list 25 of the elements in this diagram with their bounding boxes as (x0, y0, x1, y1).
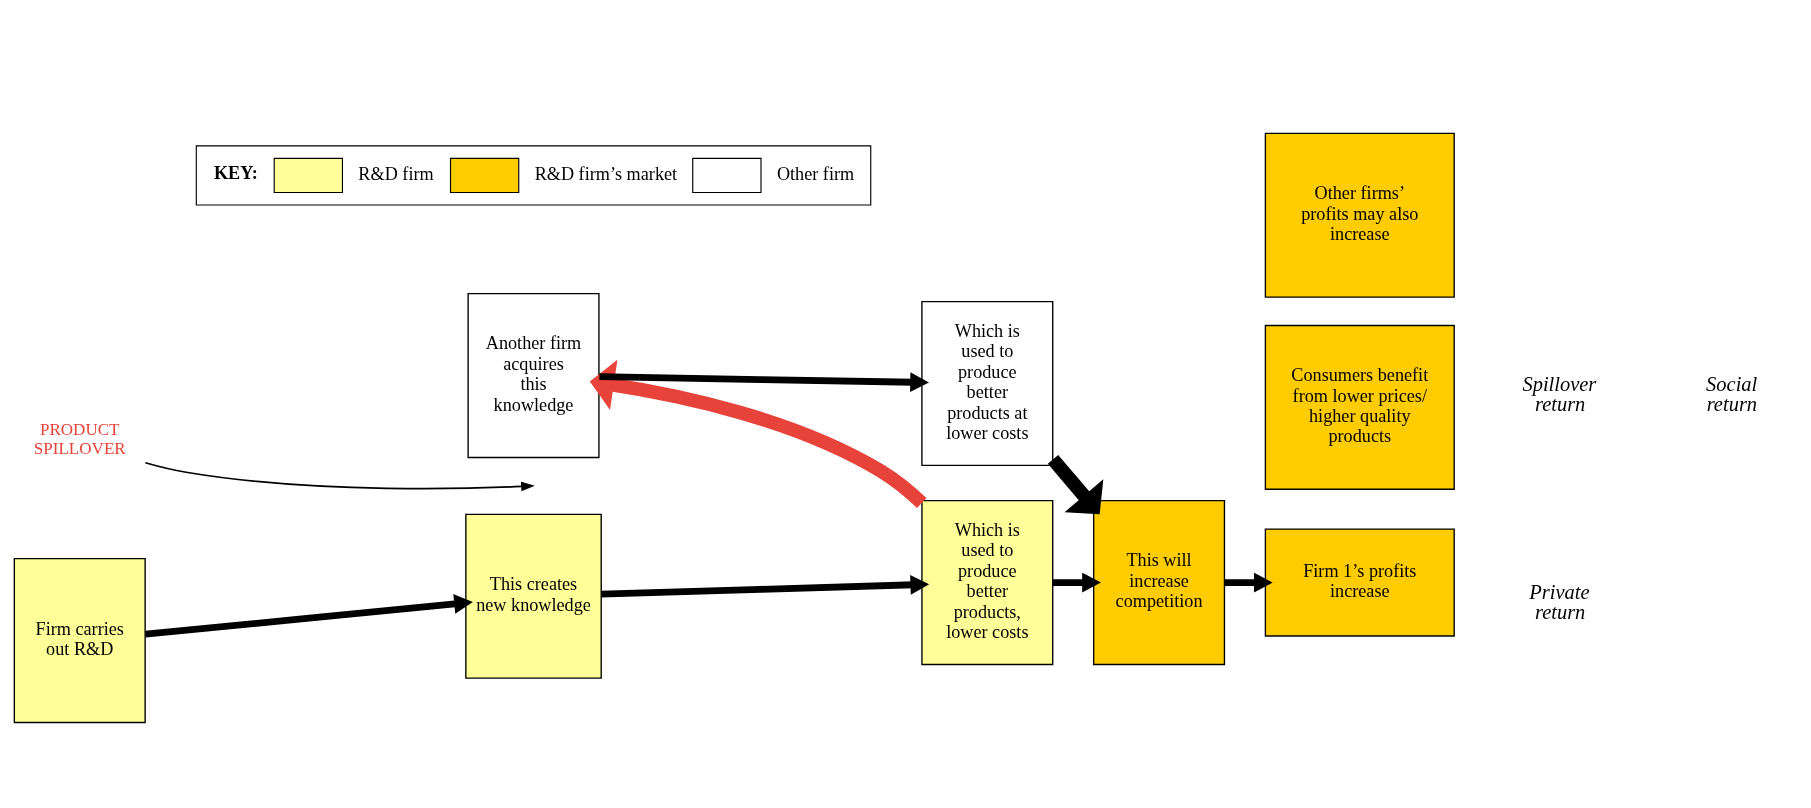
arrow (1224, 572, 1273, 593)
node-box: Consumers benefit from lower prices/ higher quality products (1264, 324, 1455, 490)
arrow (144, 461, 535, 492)
arrow (598, 372, 929, 392)
node-box: Another firm acquires this knowledge (466, 293, 600, 459)
node-box: Firm 1’s profits increase (1264, 528, 1455, 637)
node-box: This creates new knowledge (464, 513, 602, 679)
arrow (600, 575, 929, 598)
label: Social return (1705, 372, 1757, 416)
legend-label: Other firm (776, 163, 854, 184)
node-text: PRODUCT SPILLOVER (33, 419, 126, 459)
legend-label: R&D firm’s market (534, 163, 677, 184)
label: KEY: (213, 162, 258, 183)
node-box: Other firms’ profits may also increase (1264, 132, 1455, 298)
arrow (144, 594, 473, 638)
legend-label: R&D firm (357, 163, 434, 184)
label: Spillover return (1521, 372, 1596, 416)
node-box: This will increase competition (1092, 500, 1225, 666)
arrow (1052, 572, 1101, 593)
label: Private return (1528, 580, 1589, 624)
node-box: Which is used to produce better products, lower costs (920, 500, 1053, 666)
node-box: Which is used to produce better products at lower costs (920, 300, 1053, 467)
arrow (1047, 454, 1103, 515)
arrow (589, 359, 926, 508)
node-box: Firm carries out R&D (13, 558, 146, 724)
